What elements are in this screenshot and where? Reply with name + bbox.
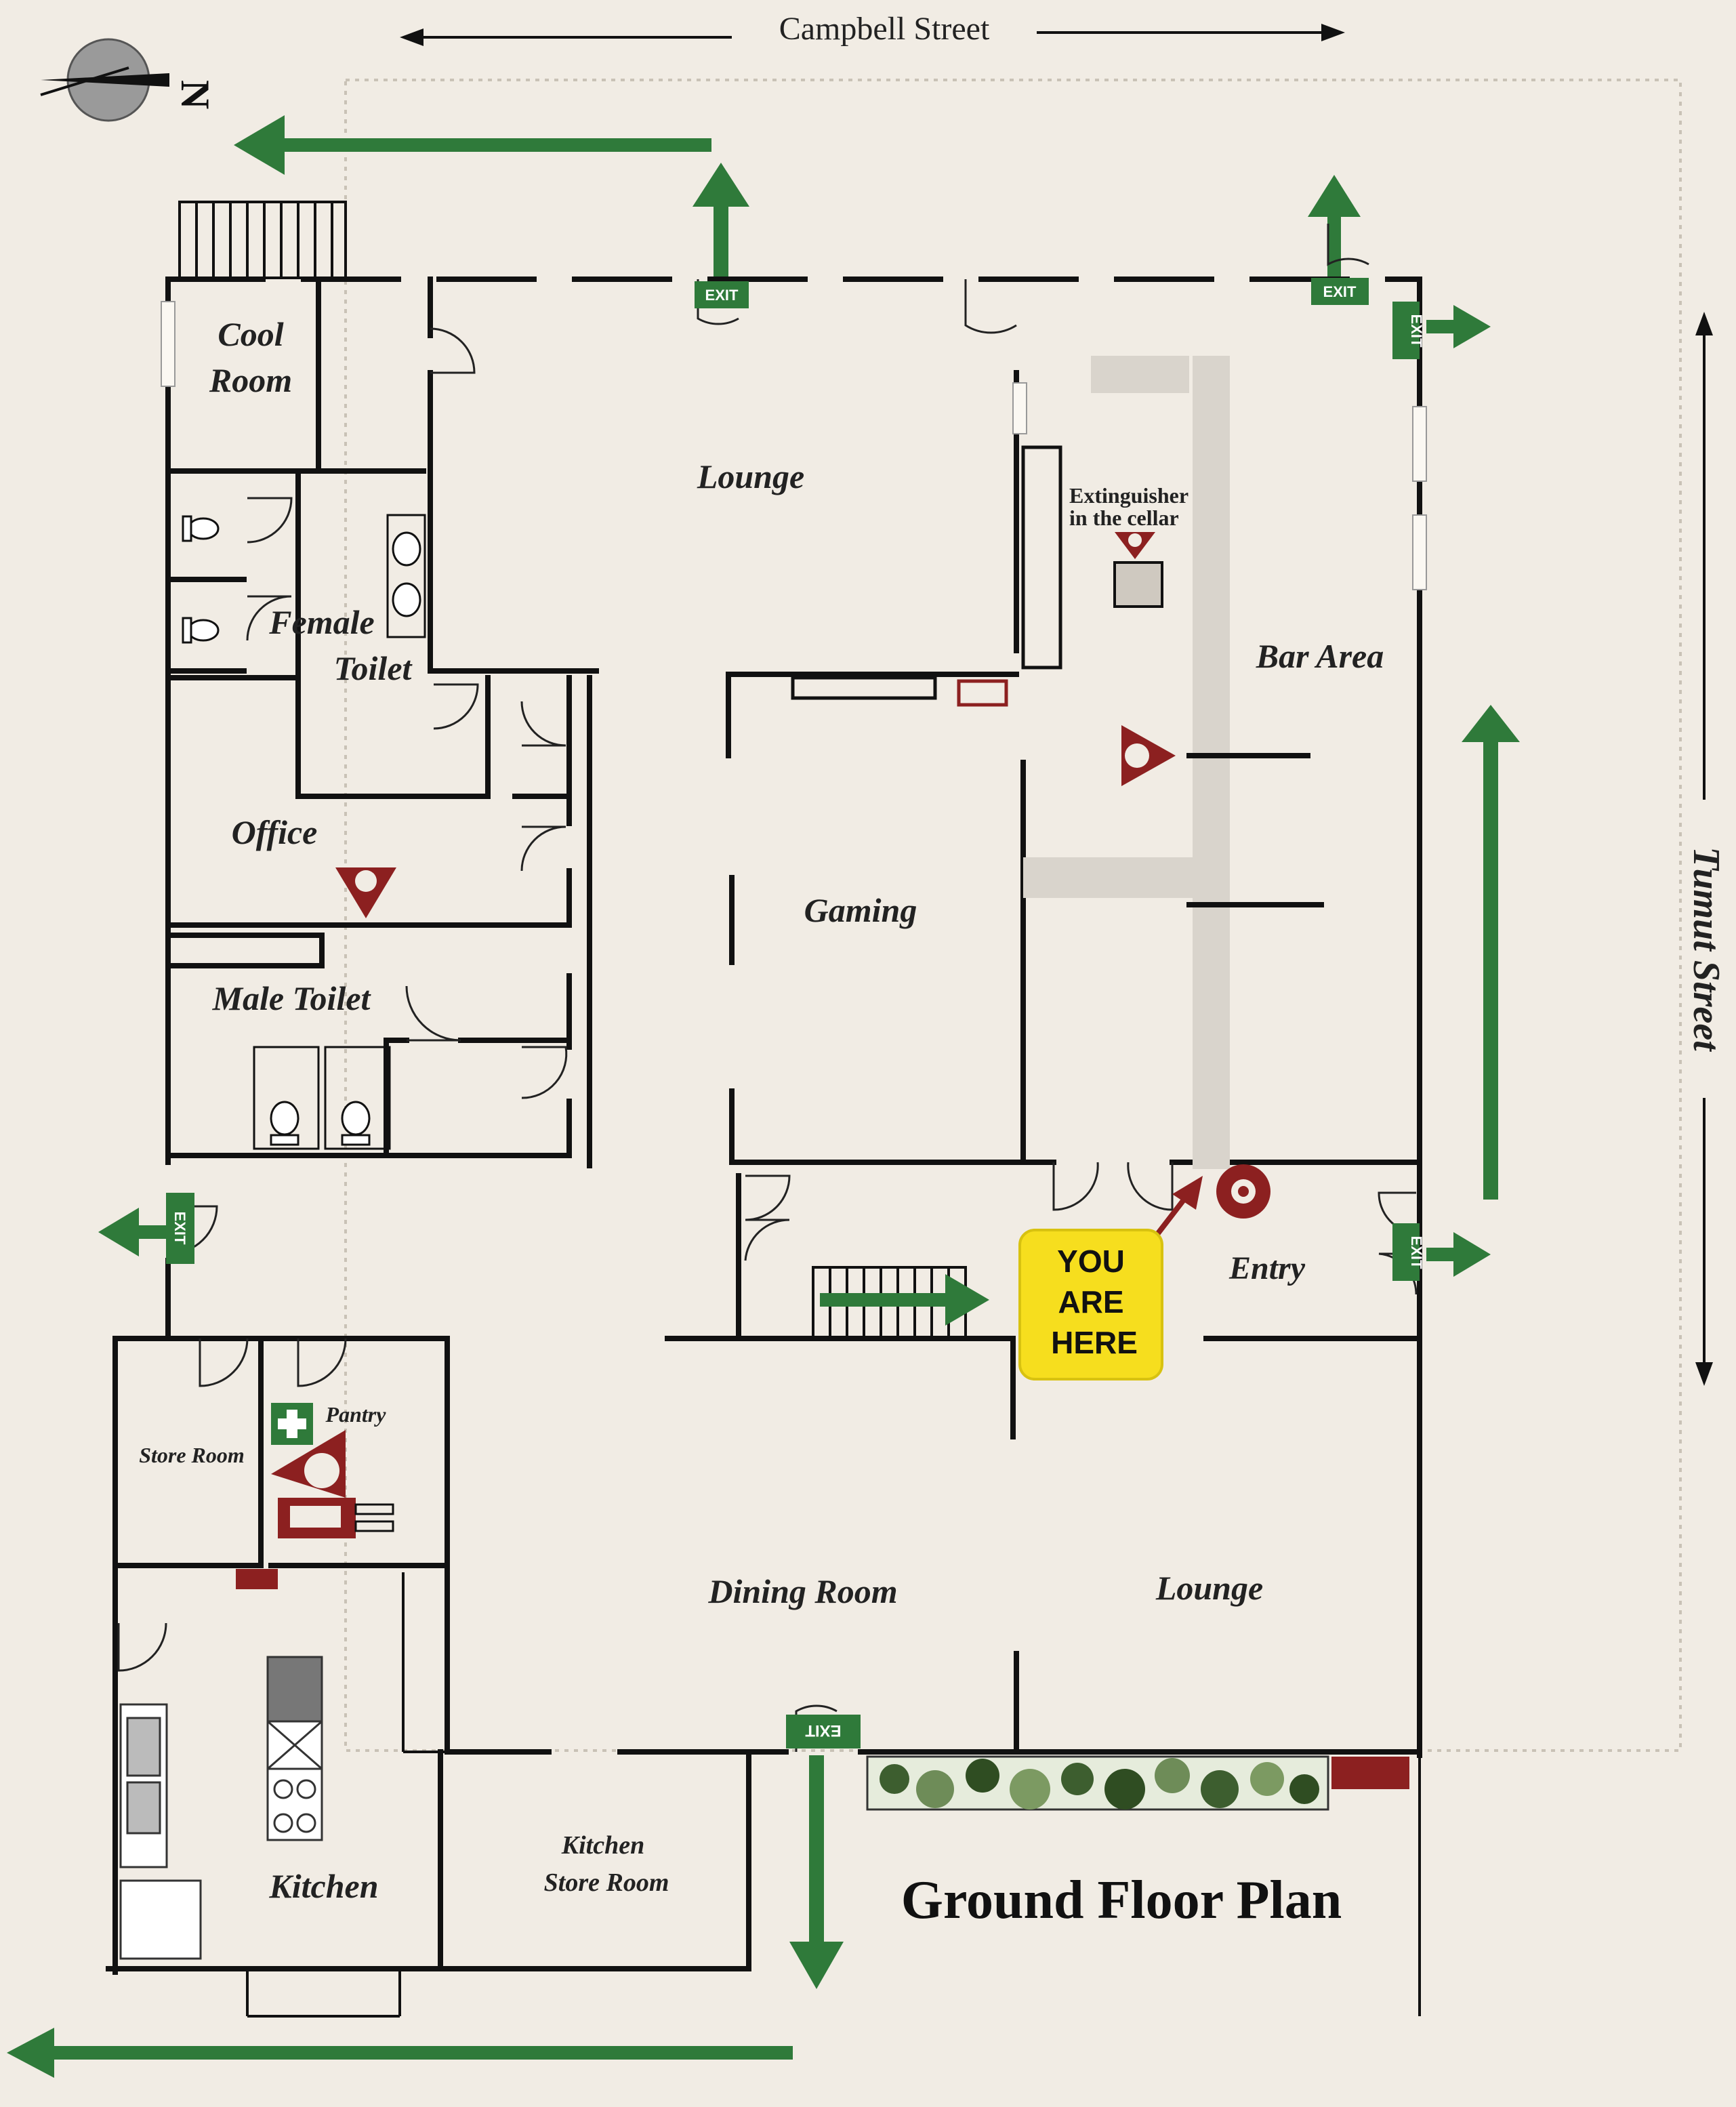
fire-blanket-icon bbox=[278, 1498, 394, 1538]
you-are-here-line-2: ARE bbox=[1058, 1284, 1123, 1320]
room-label-cool-room-line-1: Cool bbox=[218, 315, 283, 353]
room-label-entry: Entry bbox=[1228, 1250, 1306, 1286]
staircase-icon bbox=[812, 1266, 989, 1340]
campbell-street-label: Campbell Street bbox=[779, 11, 990, 47]
svg-text:EXIT: EXIT bbox=[1323, 283, 1357, 300]
svg-text:EXIT: EXIT bbox=[171, 1212, 188, 1245]
doors bbox=[117, 224, 1418, 1752]
planter-icon bbox=[866, 1755, 1329, 1811]
exit-arrow-icon bbox=[98, 1208, 176, 1256]
external-steps bbox=[178, 201, 347, 279]
you-are-here-line-1: YOU bbox=[1057, 1244, 1125, 1279]
room-label-lounge-north: Lounge bbox=[697, 457, 804, 495]
room-label-pantry: Pantry bbox=[325, 1402, 387, 1427]
room-label-office: Office bbox=[232, 813, 318, 851]
bar-counter bbox=[1023, 356, 1230, 1169]
exit-sign: EXIT bbox=[1392, 1223, 1425, 1281]
exit-sign: EXIT bbox=[166, 1193, 194, 1264]
svg-text:EXIT: EXIT bbox=[705, 287, 739, 304]
fire-alarm-panel bbox=[957, 679, 1008, 707]
fire-indicator bbox=[236, 1569, 278, 1589]
stove-icon bbox=[266, 1656, 323, 1841]
exit-arrow-icon bbox=[693, 163, 749, 291]
windows bbox=[161, 301, 1427, 590]
you-are-here-marker: YOU ARE HERE bbox=[1018, 1176, 1203, 1380]
exit-sign: EXIT bbox=[1311, 278, 1369, 305]
campbell-street: Campbell Street bbox=[400, 11, 1345, 47]
exit-arrow-icon bbox=[1462, 705, 1520, 1200]
fire-hose-reel-icon bbox=[1216, 1164, 1270, 1219]
sink-icon bbox=[386, 514, 426, 638]
room-label-gaming: Gaming bbox=[804, 891, 917, 929]
svg-text:EXIT: EXIT bbox=[1408, 1236, 1425, 1269]
fire-extinguisher-icon bbox=[271, 1430, 346, 1498]
toilet-icon bbox=[182, 515, 391, 1150]
fire-extinguisher-icon bbox=[1115, 532, 1155, 559]
note-extinguisher-cellar-line-1: Extinguisher bbox=[1069, 483, 1189, 508]
room-label-dining-room: Dining Room bbox=[707, 1572, 897, 1610]
exit-arrow-icon bbox=[7, 2028, 793, 2078]
exit-arrow-icon bbox=[1308, 175, 1361, 288]
room-label-lounge-south: Lounge bbox=[1155, 1569, 1263, 1607]
compass-north-label: N bbox=[173, 80, 218, 109]
exit-arrow-icon bbox=[234, 115, 711, 175]
room-label-store-room: Store Room bbox=[139, 1443, 245, 1467]
first-aid-icon bbox=[271, 1403, 313, 1445]
room-label-female-toilet-line-1: Female bbox=[268, 603, 375, 641]
room-label-kitchen-store-room-line-2: Store Room bbox=[544, 1868, 669, 1897]
exit-arrow-icon bbox=[1426, 1232, 1491, 1277]
exit-sign: EXIT bbox=[1392, 302, 1425, 359]
cellar-hatch bbox=[1113, 561, 1163, 608]
bar-shelf bbox=[1021, 445, 1062, 670]
exit-arrow-icon bbox=[1426, 305, 1491, 348]
room-label-kitchen-store-room-line-1: Kitchen bbox=[561, 1831, 644, 1860]
room-label-kitchen: Kitchen bbox=[268, 1867, 378, 1905]
room-label-male-toilet: Male Toilet bbox=[212, 979, 372, 1017]
exit-sign: EXIT bbox=[695, 281, 749, 308]
exit-route-arrows bbox=[7, 115, 1520, 2078]
fire-extinguisher-icon bbox=[335, 867, 396, 918]
svg-text:EXIT: EXIT bbox=[1408, 314, 1425, 348]
fire-extinguisher-icon bbox=[1121, 725, 1176, 786]
compass-icon: N bbox=[40, 38, 218, 122]
you-are-here-line-3: HERE bbox=[1051, 1325, 1138, 1360]
plan-title: Ground Floor Plan bbox=[901, 1870, 1342, 1930]
tumut-street-label: Tumut Street bbox=[1685, 846, 1727, 1052]
room-label-female-toilet-line-2: Toilet bbox=[334, 649, 413, 687]
tumut-street: Tumut Street bbox=[1685, 312, 1727, 1386]
svg-text:EXIT: EXIT bbox=[805, 1721, 842, 1740]
room-label-cool-room-line-2: Room bbox=[209, 361, 292, 399]
gaming-shelf bbox=[791, 676, 937, 700]
room-label-bar-area: Bar Area bbox=[1256, 637, 1384, 675]
exit-arrow-icon bbox=[789, 1755, 844, 1989]
hydrant-box bbox=[1331, 1757, 1409, 1789]
sink-icon bbox=[119, 1703, 202, 1960]
note-extinguisher-cellar-line-2: in the cellar bbox=[1069, 506, 1179, 530]
exit-sign: EXIT bbox=[786, 1715, 861, 1748]
